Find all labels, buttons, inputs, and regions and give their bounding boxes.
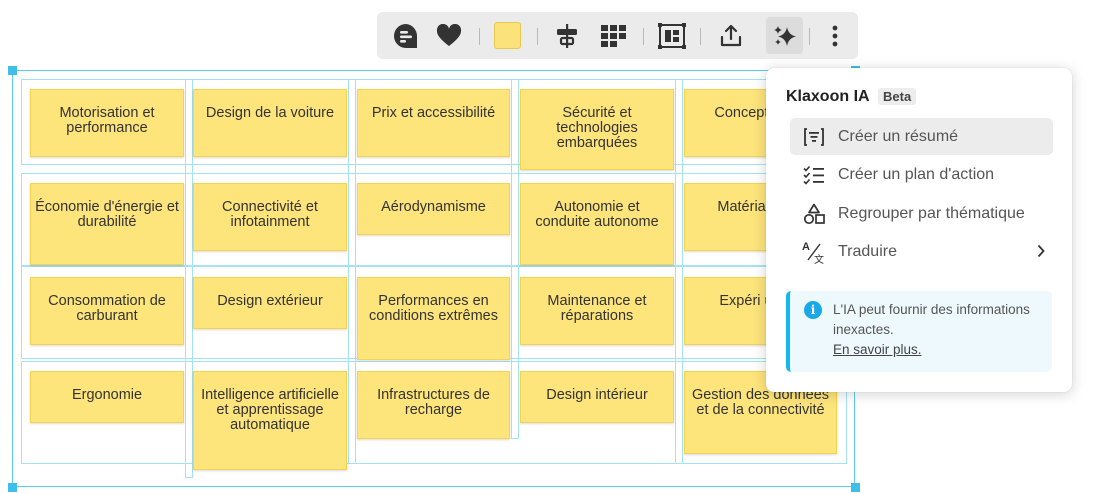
align-button[interactable]	[548, 17, 585, 54]
color-picker-button[interactable]	[489, 17, 526, 54]
reaction-heart-icon	[436, 23, 461, 46]
shapes-icon	[802, 202, 826, 226]
sticky-note[interactable]: Aérodynamisme	[357, 183, 510, 235]
board-toolbar	[377, 12, 858, 59]
beta-badge: Beta	[878, 88, 917, 105]
ai-menu-popup: Klaxoon IA Beta Créer un résumé Créer un	[766, 68, 1072, 392]
summary-icon	[802, 125, 826, 149]
sticky-note[interactable]: Design de la voiture	[193, 89, 347, 157]
sticky-note[interactable]: Autonomie et conduite autonome	[520, 183, 674, 265]
sticky-note[interactable]: Connectivité et infotainment	[193, 183, 347, 251]
sticky-note[interactable]: Design intérieur	[520, 371, 674, 423]
more-options-icon	[832, 25, 837, 46]
column-group-outline	[675, 79, 683, 464]
toolbar-divider	[537, 28, 538, 45]
color-swatch	[494, 22, 521, 49]
menu-item-label: Regrouper par thématique	[838, 204, 1025, 222]
toolbar-divider	[479, 28, 480, 45]
menu-item-translate[interactable]: A 文 Traduire	[790, 233, 1053, 270]
toolbar-divider	[809, 28, 810, 45]
comment-icon	[393, 23, 417, 48]
checklist-icon	[802, 163, 826, 187]
menu-item-label: Créer un plan d'action	[838, 165, 995, 183]
sticky-note[interactable]: Design extérieur	[193, 277, 347, 329]
more-options-button[interactable]	[816, 17, 853, 54]
learn-more-link[interactable]: En savoir plus.	[833, 342, 922, 357]
menu-item-create-summary[interactable]: Créer un résumé	[790, 118, 1053, 155]
export-icon	[720, 24, 741, 46]
info-icon: i	[804, 301, 822, 319]
ai-sparkles-icon	[773, 25, 796, 46]
sticky-note[interactable]: Intelligence artificielle et apprentissa…	[193, 371, 347, 470]
sticky-note[interactable]: Sécurité et technologies embarquées	[520, 89, 674, 170]
column-group-outline	[185, 79, 193, 478]
popup-title: Klaxoon IA	[786, 88, 870, 105]
frame-icon	[657, 22, 686, 49]
sticky-note[interactable]: Ergonomie	[30, 371, 184, 423]
sticky-note[interactable]: Motorisation et performance	[30, 89, 184, 157]
menu-item-create-action-plan[interactable]: Créer un plan d'action	[790, 156, 1053, 193]
sticky-note[interactable]: Prix et accessibilité	[357, 89, 510, 157]
frame-button[interactable]	[653, 17, 690, 54]
column-group-outline	[348, 79, 356, 464]
menu-item-group-by-theme[interactable]: Regrouper par thématique	[790, 195, 1053, 232]
sticky-note[interactable]: Performances en conditions extrêmes	[357, 277, 510, 360]
sticky-note[interactable]: Maintenance et réparations	[520, 277, 674, 345]
svg-text:文: 文	[814, 253, 824, 264]
menu-item-label: Traduire	[838, 242, 897, 260]
column-group-outline	[511, 79, 519, 439]
resize-handle-bottom-left[interactable]	[8, 483, 17, 492]
chevron-right-icon	[1037, 244, 1045, 258]
ai-assistant-button[interactable]	[766, 17, 803, 54]
translate-icon: A 文	[802, 240, 826, 264]
row-group-outline	[21, 361, 847, 464]
svg-text:A: A	[802, 241, 810, 253]
disclaimer-text: L'IA peut fournir des informations inexa…	[833, 302, 1030, 337]
layout-grid-button[interactable]	[595, 17, 632, 54]
comment-button[interactable]	[387, 17, 424, 54]
export-button[interactable]	[712, 17, 749, 54]
toolbar-divider	[700, 28, 701, 45]
resize-handle-top-left[interactable]	[8, 66, 17, 75]
sticky-note[interactable]: Infrastructures de recharge	[357, 371, 510, 439]
toolbar-divider	[643, 28, 644, 45]
menu-item-label: Créer un résumé	[838, 127, 959, 145]
reaction-button[interactable]	[430, 17, 467, 54]
resize-handle-bottom-right[interactable]	[851, 483, 860, 492]
sticky-note[interactable]: Consommation de carburant	[30, 277, 184, 345]
sticky-note[interactable]: Économie d'énergie et durabilité	[30, 183, 184, 265]
ai-disclaimer-notice: i L'IA peut fournir des informations ine…	[786, 291, 1052, 372]
align-icon	[556, 23, 577, 48]
layout-grid-icon	[600, 24, 626, 47]
